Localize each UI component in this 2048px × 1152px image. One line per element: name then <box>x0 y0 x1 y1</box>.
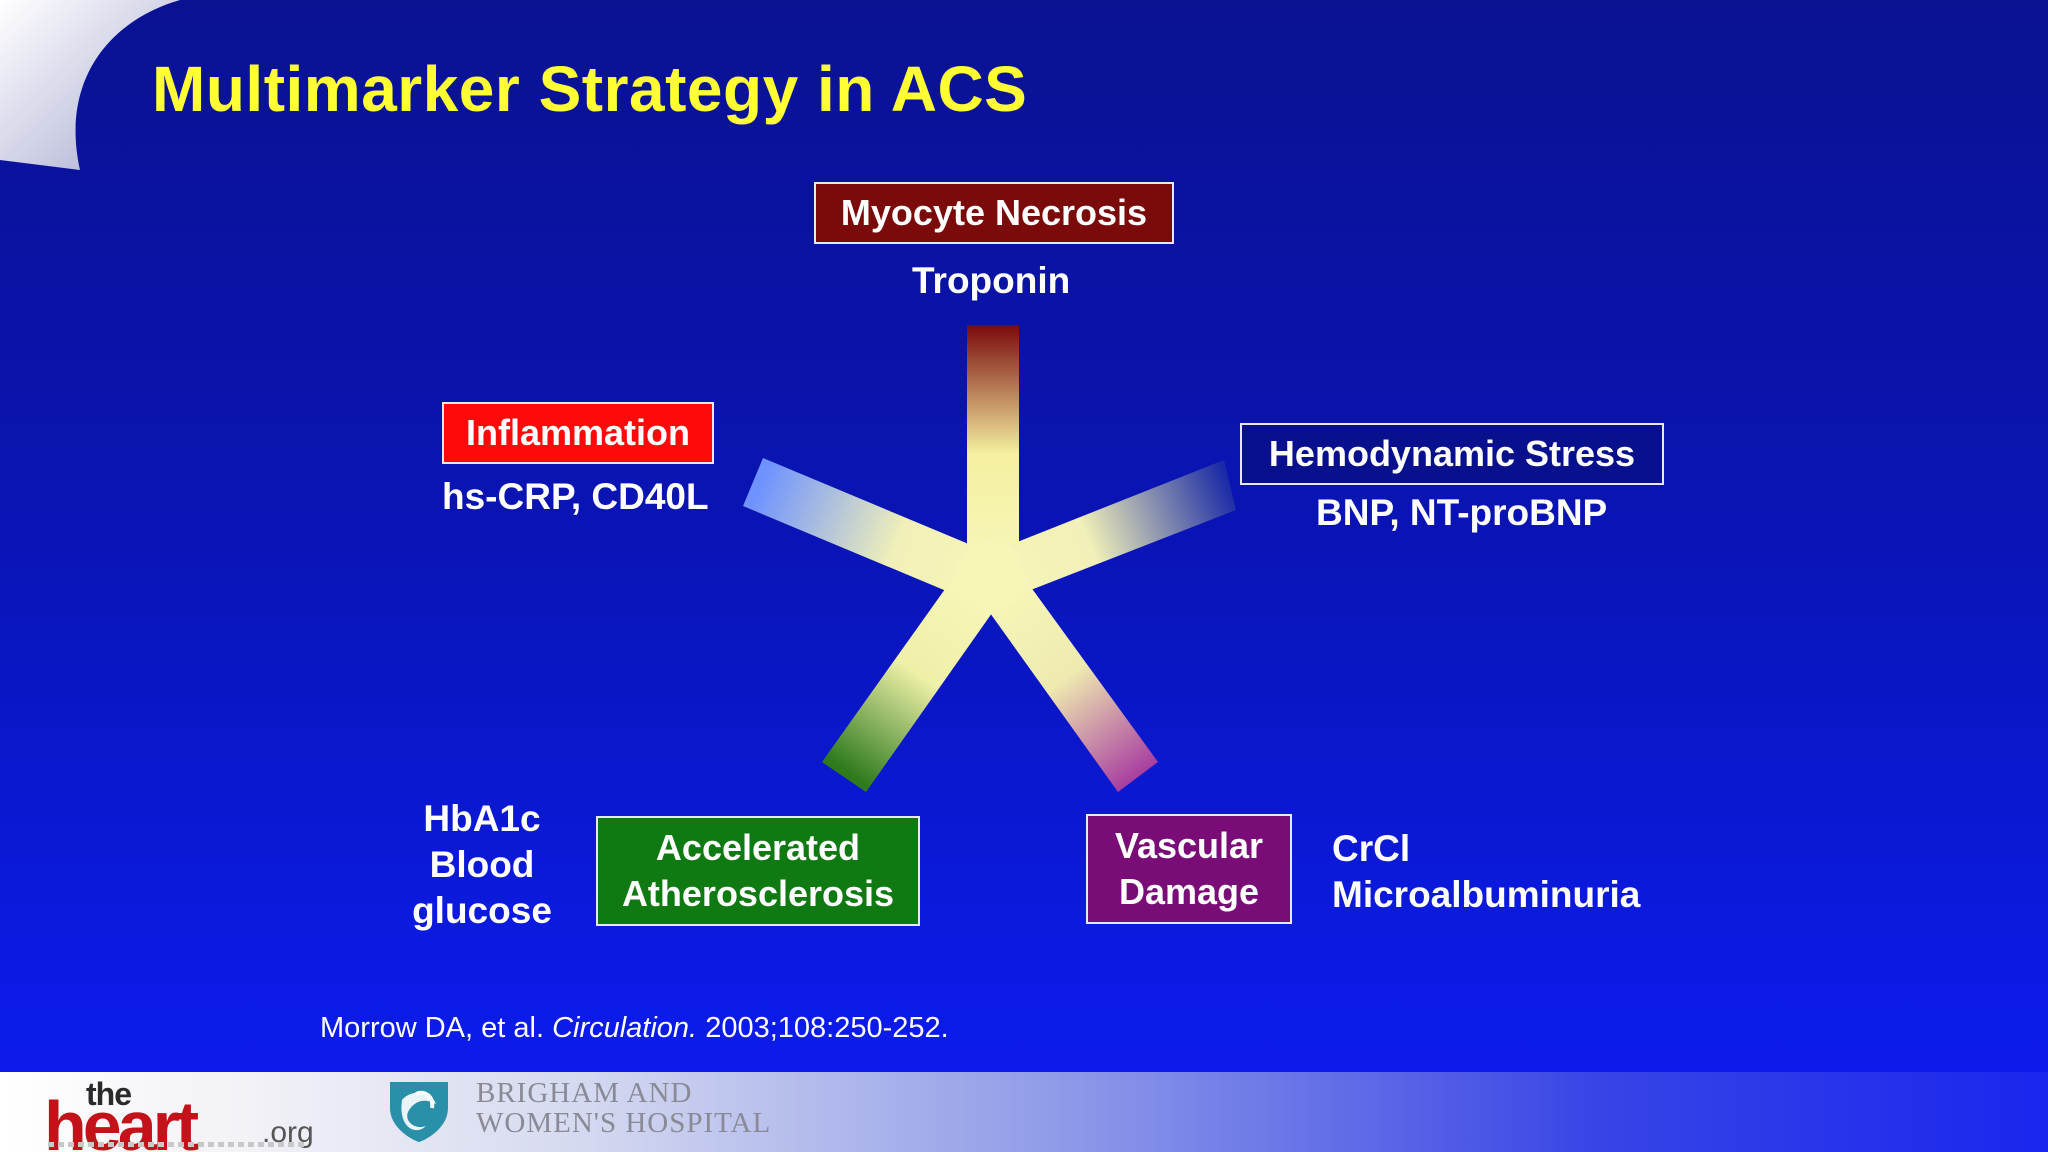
star-arm-necrosis <box>967 325 1019 580</box>
inflammation-markers: hs-CRP, CD40L <box>442 476 709 517</box>
microalbuminuria-marker: Microalbuminuria <box>1332 874 1641 915</box>
corner-swoosh-decoration <box>0 0 180 170</box>
star-arm-hemodynamic <box>992 460 1236 600</box>
inflammation-box: Inflammation <box>442 402 714 464</box>
myocyte-necrosis-box: Myocyte Necrosis <box>814 182 1174 244</box>
vascular-label-line2: Damage <box>1118 871 1260 912</box>
atherosclerosis-label-line2: Atherosclerosis <box>621 873 895 914</box>
slide-title: Multimarker Strategy in ACS <box>152 53 1028 125</box>
star-arm-atherosclerosis <box>822 568 1004 792</box>
footer-bar <box>0 1072 2048 1152</box>
atherosclerosis-markers: HbA1c Blood glucose <box>402 796 562 934</box>
citation: Morrow DA, et al. Circulation. 2003;108:… <box>320 1012 949 1045</box>
citation-reference: 2003;108:250-252. <box>705 1012 949 1044</box>
blood-glucose-marker-line1: Blood <box>429 844 535 885</box>
hemodynamic-stress-label: Hemodynamic Stress <box>1268 433 1636 474</box>
myocyte-necrosis-label: Myocyte Necrosis <box>840 192 1148 233</box>
hemodynamic-markers: BNP, NT-proBNP <box>1316 492 1608 533</box>
logo-stripe <box>48 1142 308 1147</box>
hospital-name-line1: BRIGHAM AND <box>476 1077 693 1109</box>
logo-heart-text: heart <box>44 1087 199 1152</box>
vascular-markers: CrCl Microalbuminuria <box>1332 826 1640 918</box>
hospital-name-line2: WOMEN'S HOSPITAL <box>476 1107 772 1139</box>
atherosclerosis-label-line1: Accelerated <box>655 827 861 868</box>
star-arm-vascular <box>975 568 1158 792</box>
star-arm-inflammation <box>743 458 983 598</box>
vascular-damage-box: Vascular Damage <box>1086 814 1292 924</box>
theheart-org-logo: the heart .org <box>40 1072 340 1152</box>
brigham-hospital-emblem-icon <box>390 1082 448 1142</box>
logo-the-text: the <box>86 1076 132 1112</box>
accelerated-atherosclerosis-box: Accelerated Atherosclerosis <box>596 816 920 926</box>
blood-glucose-marker-line2: glucose <box>412 890 552 931</box>
brigham-hospital-name: BRIGHAM AND WOMEN'S HOSPITAL <box>476 1078 771 1138</box>
inflammation-label: Inflammation <box>465 412 690 453</box>
troponin-marker: Troponin <box>912 260 1071 301</box>
hba1c-marker: HbA1c <box>423 798 541 839</box>
star-center <box>956 541 1024 609</box>
hemodynamic-stress-box: Hemodynamic Stress <box>1240 423 1664 485</box>
citation-authors: Morrow DA, et al. <box>320 1012 544 1044</box>
citation-journal: Circulation. <box>552 1012 698 1044</box>
vascular-label-line1: Vascular <box>1114 825 1264 866</box>
crcl-marker: CrCl <box>1332 828 1411 869</box>
